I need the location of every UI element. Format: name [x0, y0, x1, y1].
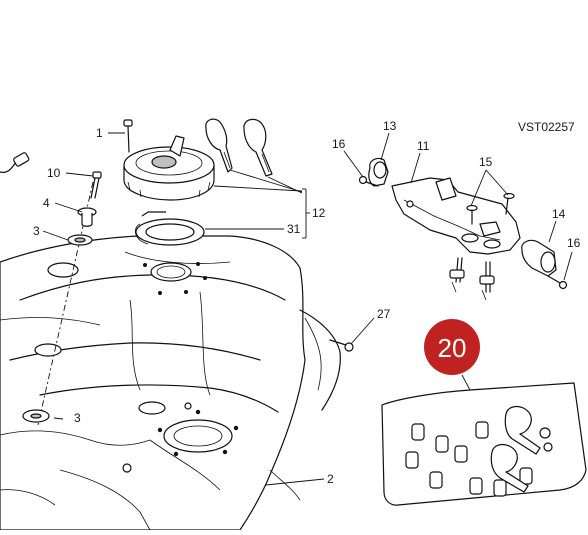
- callout-31: 31: [287, 222, 301, 236]
- screws-15: [466, 192, 515, 225]
- mounting-bracket: [391, 177, 521, 255]
- screw-10: [90, 171, 102, 199]
- callout-16-left: 16: [332, 137, 346, 151]
- gasket-ring: [134, 211, 205, 246]
- callout-15: 15: [479, 155, 493, 169]
- callout-12: 12: [312, 206, 326, 220]
- callout-10: 10: [47, 166, 61, 180]
- callout-13: 13: [383, 119, 397, 133]
- leader-lines: [42, 132, 573, 486]
- ignition-keys: [205, 118, 273, 177]
- callout-1: 1: [96, 126, 103, 140]
- kit-number-label: 20: [438, 333, 467, 363]
- washer-3-lower: [22, 409, 50, 423]
- bracket-studs: [449, 257, 495, 301]
- callout-11: 11: [417, 139, 430, 153]
- callout-14: 14: [552, 207, 566, 221]
- screw-1: [123, 119, 133, 153]
- callout-27: 27: [377, 307, 391, 321]
- fuel-filler-cap: [123, 135, 215, 201]
- spacer-4: [77, 207, 97, 227]
- clamp-13: [368, 157, 389, 187]
- callout-2: 2: [327, 472, 334, 486]
- callout-4: 4: [43, 196, 50, 210]
- clamp-14: [521, 239, 557, 277]
- washer-3-upper: [67, 234, 93, 246]
- inset-keys: [490, 405, 553, 493]
- callout-16-right: 16: [567, 236, 581, 250]
- drawing-code: VST02257: [518, 120, 575, 134]
- fuel-tank: [0, 235, 341, 531]
- cable-connector: [0, 152, 30, 173]
- callout-3-lower: 3: [74, 411, 81, 425]
- callout-labels: 1 10 4 3 3 12 31 13 16 11 15 14 16 27 2 …: [33, 119, 581, 486]
- kit-number-badge: 20: [424, 319, 480, 375]
- screw-16-right: [547, 275, 568, 290]
- screw-27: [329, 339, 354, 352]
- callout-3-upper: 3: [33, 224, 40, 238]
- lock-kit-inset: [381, 374, 587, 506]
- lock-cylinders: [405, 421, 533, 497]
